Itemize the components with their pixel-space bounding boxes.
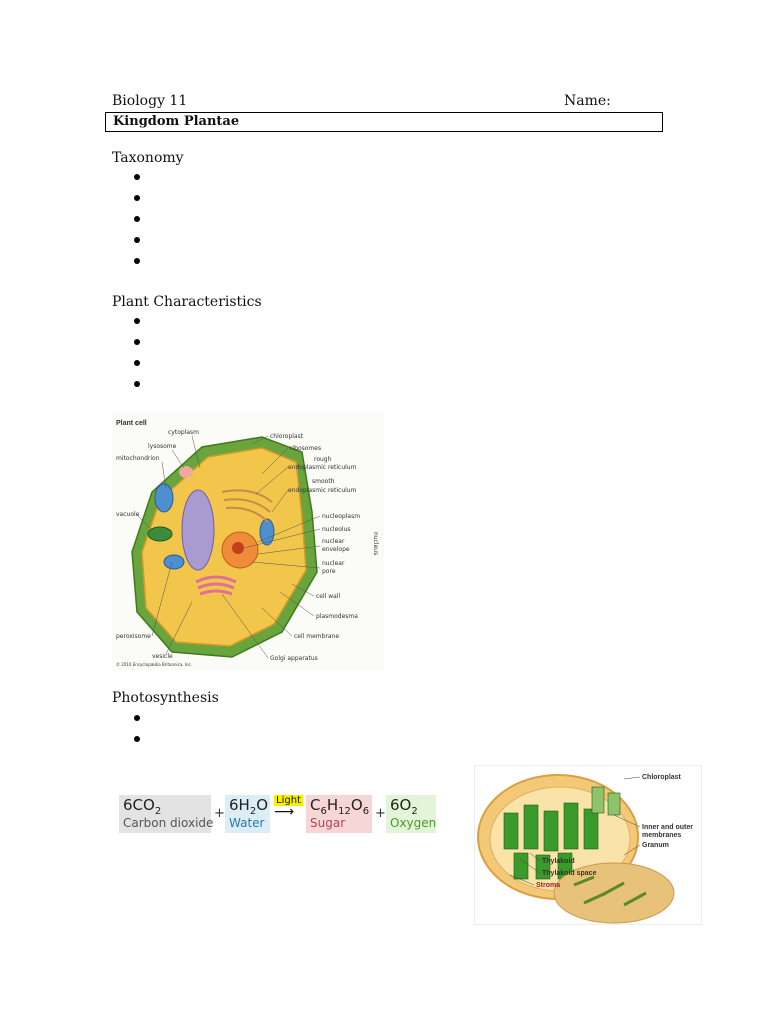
plant-cell-illustration: Plant cell cytoplasm lysosome mitochondr… <box>112 412 384 670</box>
section-heading-taxonomy: Taxonomy <box>112 150 184 166</box>
name-label: Name: <box>564 93 611 109</box>
reaction-arrow-icon: ⟶ <box>274 804 295 820</box>
name-glucose: Sugar <box>310 816 346 830</box>
label-cell-wall: cell wall <box>316 593 340 600</box>
plus-sign: + <box>214 806 225 821</box>
product-oxygen: 6O2 Oxygen <box>386 795 436 833</box>
label-nuclear-1: nuclear <box>322 538 345 545</box>
label-envelope: envelope <box>322 546 350 553</box>
label-chloroplast: Chloroplast <box>642 774 682 781</box>
label-nucleoplasm: nucleoplasm <box>322 513 360 520</box>
label-peroxisome: peroxisome <box>116 633 151 640</box>
label-smooth: smooth <box>312 478 335 485</box>
light-label: Light <box>274 795 303 806</box>
formula-o2: 6O2 <box>390 796 418 817</box>
product-glucose: C6H12O6 Sugar <box>306 795 372 833</box>
label-ribosomes: ribosomes <box>290 445 321 452</box>
course-title: Biology 11 <box>112 93 188 109</box>
section-heading-characteristics: Plant Characteristics <box>112 294 262 310</box>
label-granum: Granum <box>642 842 669 849</box>
reactant-h2o: 6H2O Water <box>225 795 270 833</box>
label-vacuole: vacuole <box>116 511 140 518</box>
label-golgi: Golgi apparatus <box>270 655 318 662</box>
chloroplast-illustration: Chloroplast Inner and outer membranes Gr… <box>474 765 702 925</box>
section-heading-photosynthesis: Photosynthesis <box>112 690 219 706</box>
label-chloroplast: chloroplast <box>270 433 304 440</box>
label-inner-outer: Inner and outer <box>642 824 693 831</box>
label-mitochondrion: mitochondrion <box>116 455 160 462</box>
formula-h2o: 6H2O <box>229 796 269 817</box>
label-nuclear-2: nuclear <box>322 560 345 567</box>
title-box: Kingdom Plantae <box>105 112 663 132</box>
label-stroma: Stroma <box>536 882 560 889</box>
reactant-co2: 6CO2 Carbon dioxide <box>119 795 214 833</box>
label-rough-er: endoplasmic reticulum <box>288 464 357 471</box>
plant-cell-diagram: Plant cell cytoplasm lysosome mitochondr… <box>112 412 384 670</box>
label-smooth-er: endoplasmic reticulum <box>288 487 357 494</box>
label-thylakoid: Thylakoid <box>542 858 575 865</box>
label-lysosome: lysosome <box>148 443 177 450</box>
name-o2: Oxygen <box>390 816 437 830</box>
label-pore: pore <box>322 568 336 575</box>
label-vesicle: vesicle <box>152 653 173 660</box>
label-cytoplasm: cytoplasm <box>168 429 199 436</box>
formula-co2: 6CO2 <box>123 796 162 817</box>
plant-cell-title: Plant cell <box>116 420 147 427</box>
label-plasmodesma: plasmodesma <box>316 613 358 620</box>
copyright: © 2010 Encyclopædia Britannica, Inc. <box>116 662 192 667</box>
page-title: Kingdom Plantae <box>113 114 240 129</box>
label-membranes: membranes <box>642 832 681 839</box>
plus-sign: + <box>375 806 386 821</box>
label-thylakoid-space: Thylakoid space <box>542 870 597 877</box>
label-cell-membrane: cell membrane <box>294 633 339 640</box>
formula-glucose: C6H12O6 <box>310 796 370 817</box>
chloroplast-diagram: Chloroplast Inner and outer membranes Gr… <box>474 765 702 925</box>
label-nucleus: nucleus <box>372 532 379 555</box>
label-rough: rough <box>314 456 332 463</box>
label-nucleolus: nucleolus <box>322 526 351 533</box>
name-co2: Carbon dioxide <box>123 816 214 830</box>
name-h2o: Water <box>229 816 265 830</box>
